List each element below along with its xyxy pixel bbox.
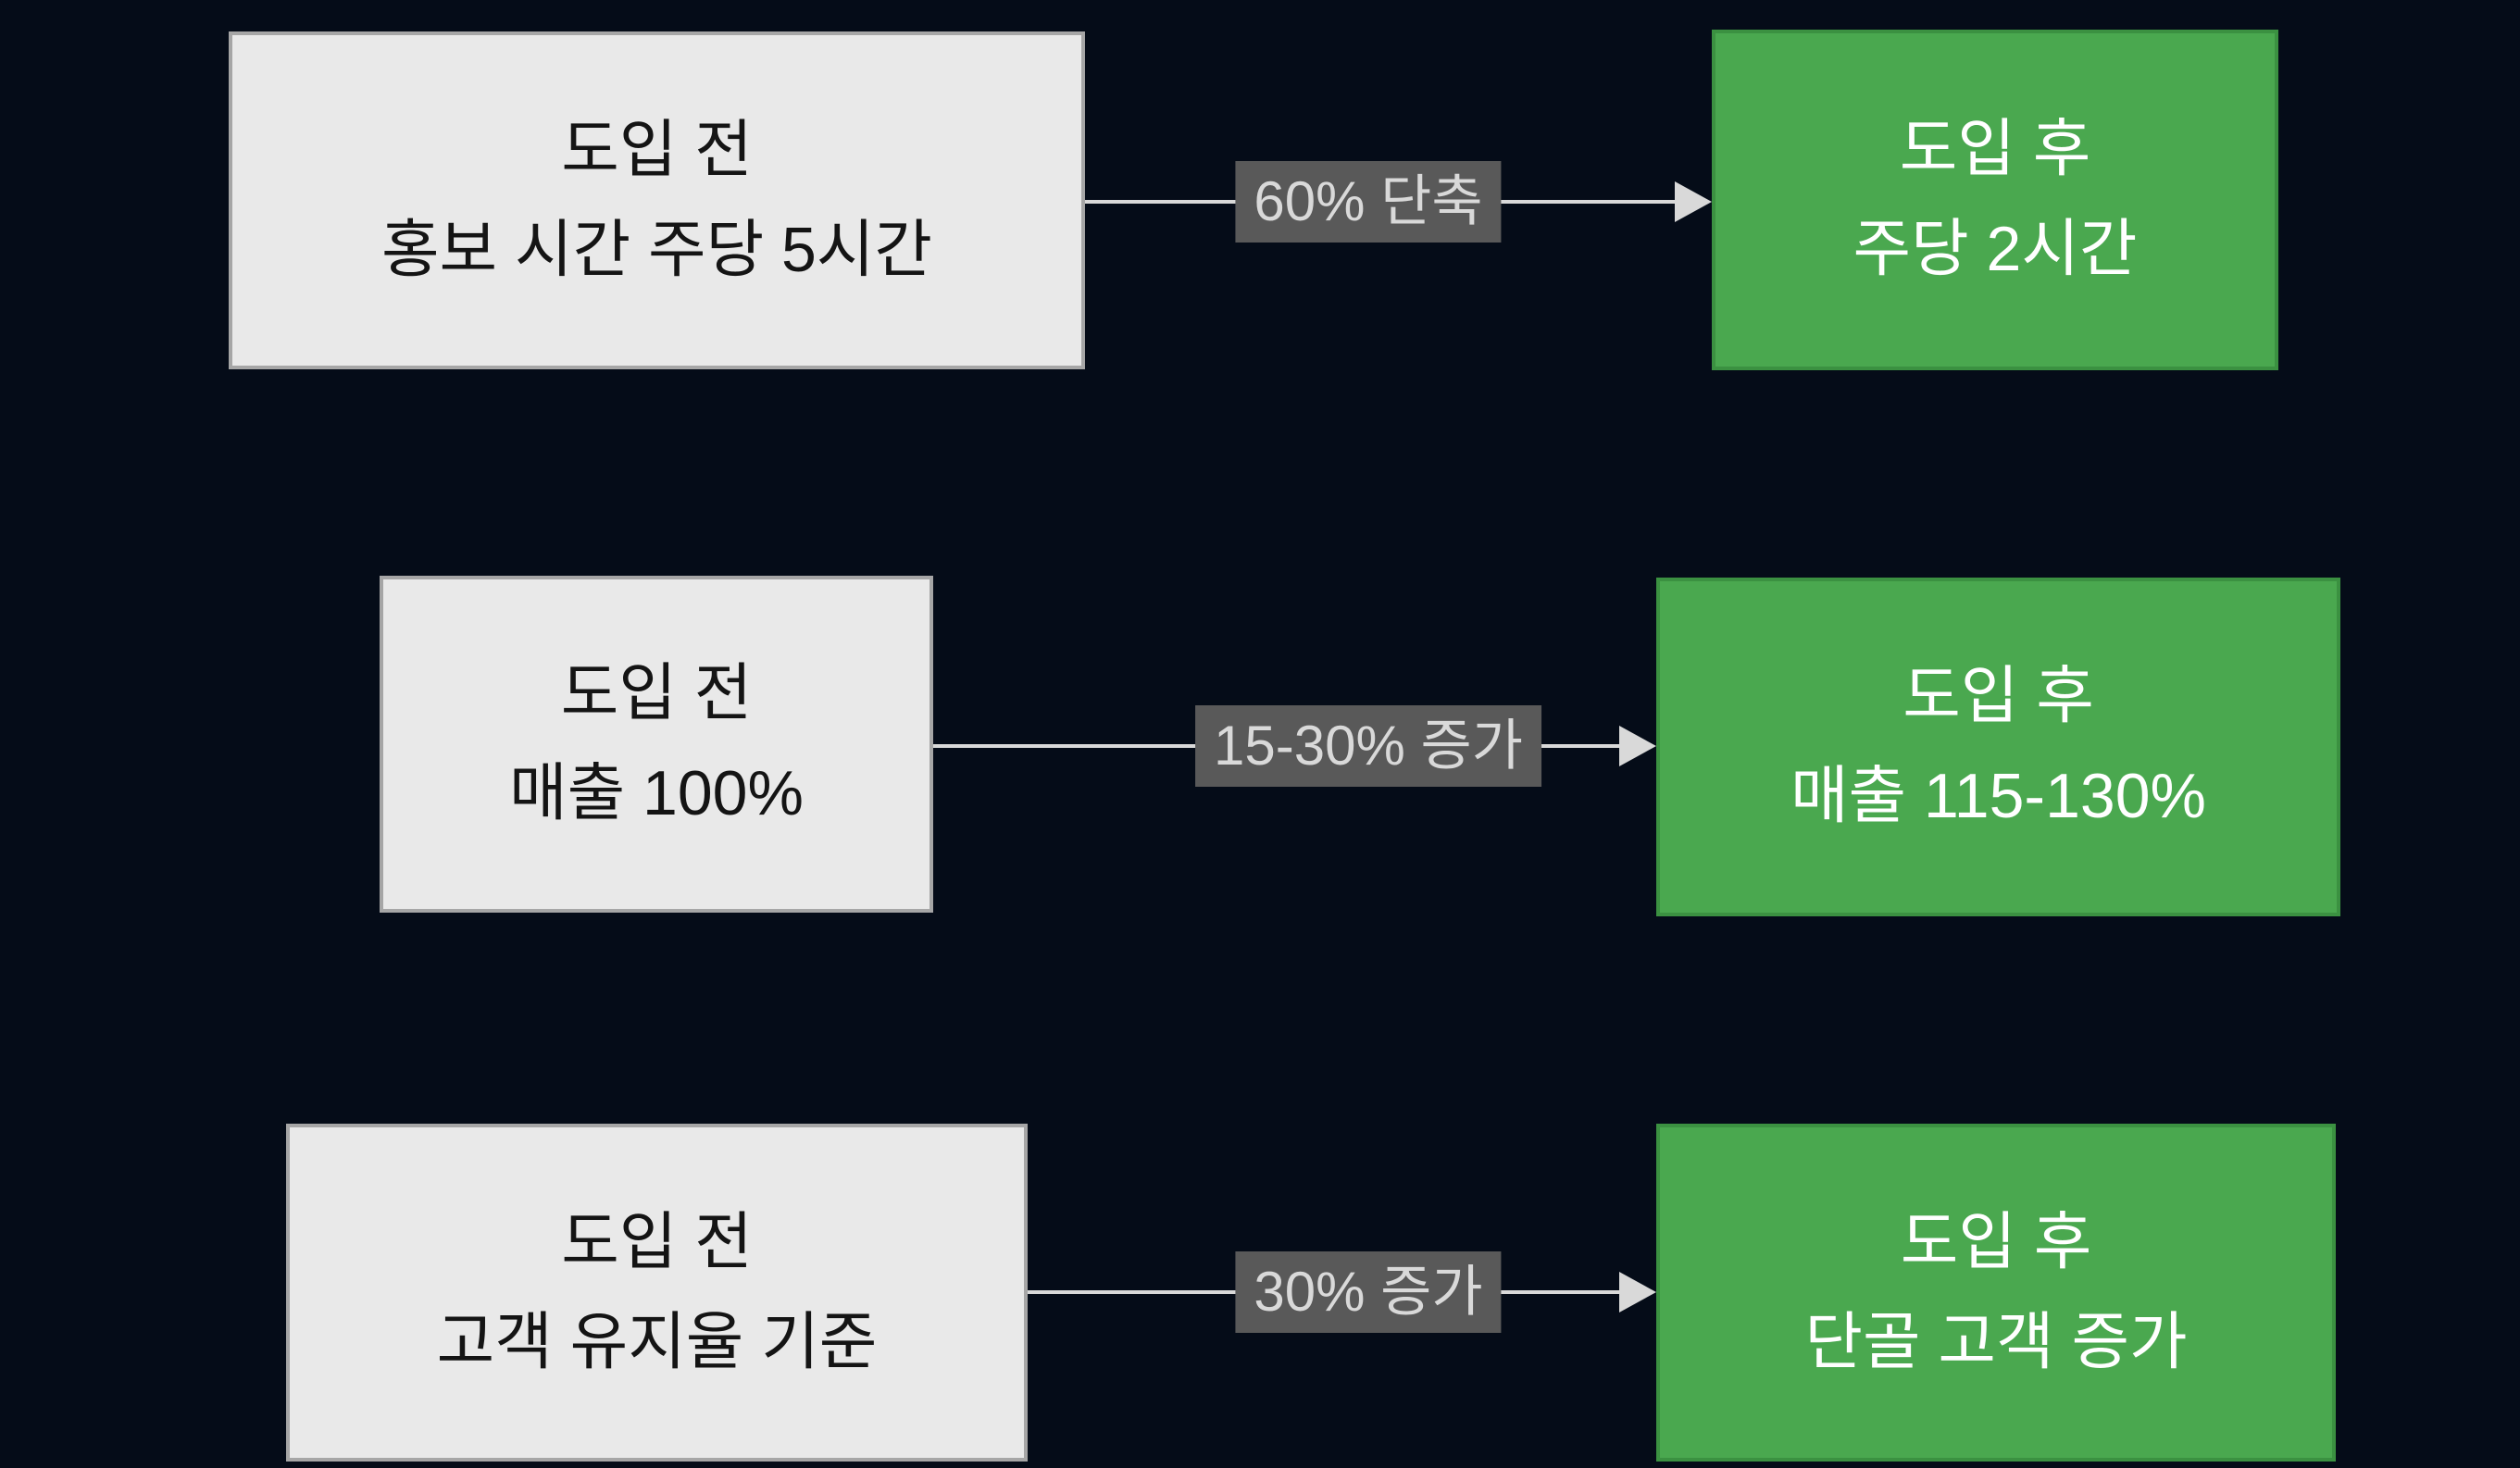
before-box-row1-line1: 도입 전 [561,114,753,185]
arrow-label-row1: 60% 단축 [1235,161,1502,243]
arrow-head-icon-row1 [1675,181,1712,222]
before-box-row1-line2: 홍보 시간 주당 5시간 [381,214,932,285]
before-box-row2-line2: 매출 100% [509,758,804,828]
arrow-head-icon-row3 [1619,1272,1656,1312]
after-box-row1-line1: 도입 후 [1899,114,2091,185]
after-box-row3-line1: 도입 후 [1900,1206,2092,1277]
after-box-row2-line2: 매출 115-130% [1790,761,2206,831]
after-box-row2: 도입 후 매출 115-130% [1656,578,2340,916]
before-box-row3: 도입 전 고객 유지율 기준 [286,1124,1028,1462]
after-box-row3-line2: 단골 고객 증가 [1804,1306,2188,1377]
arrow-label-row2: 15-30% 증가 [1195,705,1541,787]
before-box-row1: 도입 전 홍보 시간 주당 5시간 [229,31,1085,369]
before-box-row2-line1: 도입 전 [560,658,753,729]
after-box-row1: 도입 후 주당 2시간 [1712,30,2278,370]
arrow-label-row3: 30% 증가 [1235,1251,1502,1333]
after-box-row3: 도입 후 단골 고객 증가 [1656,1124,2336,1462]
arrow-head-icon-row2 [1619,726,1656,766]
before-box-row3-line2: 고객 유지율 기준 [436,1306,878,1377]
before-box-row2: 도입 전 매출 100% [380,576,933,913]
before-box-row3-line1: 도입 전 [561,1206,753,1277]
after-box-row1-line2: 주당 2시간 [1853,214,2138,284]
after-box-row2-line1: 도입 후 [1902,661,2094,732]
